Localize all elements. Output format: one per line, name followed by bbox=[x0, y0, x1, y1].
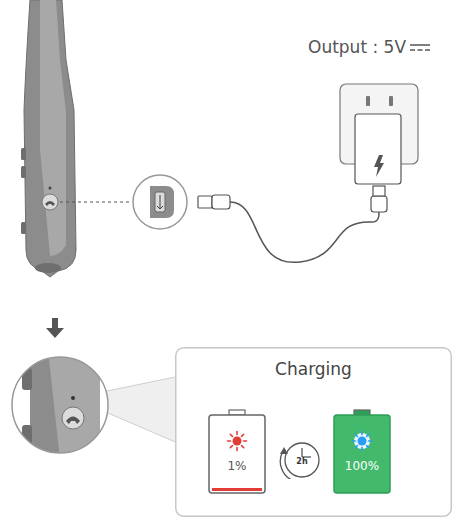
button-zoom bbox=[0, 350, 120, 460]
headset bbox=[21, 0, 76, 277]
wall-charger bbox=[340, 84, 418, 184]
clock-icon: 2h bbox=[275, 433, 329, 479]
time-label: 2h bbox=[275, 457, 329, 466]
battery-low: 1% bbox=[208, 409, 266, 494]
battery-level: 100% bbox=[333, 459, 391, 473]
dc-symbol bbox=[410, 45, 430, 50]
clock-outline bbox=[275, 433, 329, 479]
down-arrow bbox=[46, 318, 64, 338]
usb-cable bbox=[198, 186, 387, 262]
panel-title: Charging bbox=[175, 359, 452, 379]
callout-panel: Charging 1% 2h 100% bbox=[175, 347, 452, 517]
battery-outline bbox=[333, 409, 391, 494]
battery-outline bbox=[208, 409, 266, 494]
battery-level: 1% bbox=[208, 459, 266, 473]
usb-port-zoom bbox=[133, 175, 187, 229]
output-rating: Output : 5V bbox=[308, 37, 406, 57]
battery-full: 100% bbox=[333, 409, 391, 494]
